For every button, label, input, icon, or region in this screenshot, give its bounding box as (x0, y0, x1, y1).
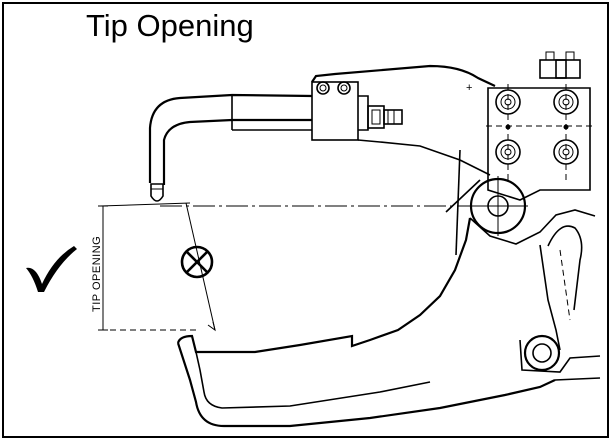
swing-path-arrow (207, 321, 216, 332)
upper-arm (148, 93, 313, 202)
tip-opening-label: TIP OPENING (91, 236, 103, 312)
lower-arm (176, 209, 601, 428)
cross-circle-icon (180, 245, 214, 279)
upper-body: + (311, 64, 496, 176)
check-mark-icon (26, 246, 77, 292)
diagram-frame (2, 2, 609, 438)
pivot-joint (445, 149, 528, 256)
diagram-title: Tip Opening (86, 8, 254, 43)
mounting-plate (486, 51, 592, 201)
extension-line-top (99, 202, 191, 207)
tip-opening-dimension (98, 205, 108, 331)
svg-text:+: + (466, 82, 473, 94)
